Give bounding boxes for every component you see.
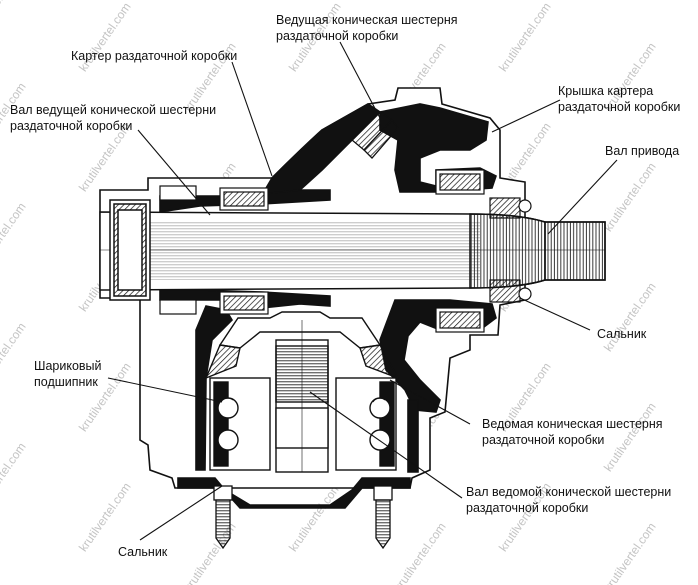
watermark-text: krutilvertel.com [0,0,29,34]
watermark-text: krutilvertel.com [601,160,659,234]
label-drive-shaft: Вал привода [605,144,679,158]
label-seal-bottom: Сальник [118,545,168,559]
watermark-text: krutilvertel.com [76,480,134,554]
label-driven-bevel-gear: Ведомая коническая шестерня раздаточной … [482,417,666,447]
label-drive-gear-shaft: Вал ведущей конической шестерни раздаточ… [10,103,220,133]
watermark-text: krutilvertel.com [286,480,344,554]
ball-bearings [217,397,391,451]
main-shaft-bearings [159,169,485,333]
watermark-text: krutilvertel.com [601,520,659,585]
label-ball-bearing: Шариковый подшипник [34,359,105,389]
leader-lines [107,41,618,541]
watermark-text: krutilvertel.com [496,0,554,74]
label-housing-cover: Крышка картера раздаточной коробки [558,84,680,114]
drive-bevel-gear [351,111,399,159]
watermark-text: krutilvertel.com [0,440,29,514]
label-transfer-case-housing: Картер раздаточной коробки [71,49,237,63]
right-seal [489,197,532,303]
label-driven-gear-shaft: Вал ведомой конической шестерни раздаточ… [466,485,675,515]
label-drive-bevel-gear: Ведущая коническая шестерня раздаточной … [276,13,461,43]
watermark-text: krutilvertel.com [0,80,29,154]
watermark-text: krutilvertel.com [601,400,659,474]
label-seal-right: Сальник [597,327,647,341]
bottom-studs [213,485,393,550]
watermark-text: krutilvertel.com [391,520,449,585]
labels: Ведущая коническая шестерня раздаточной … [10,13,680,559]
drive-shaft [99,199,606,301]
watermark-text: krutilvertel.com [601,280,659,354]
watermark-text: krutilvertel.com [0,320,29,394]
watermark-text: krutilvertel.com [0,200,29,274]
